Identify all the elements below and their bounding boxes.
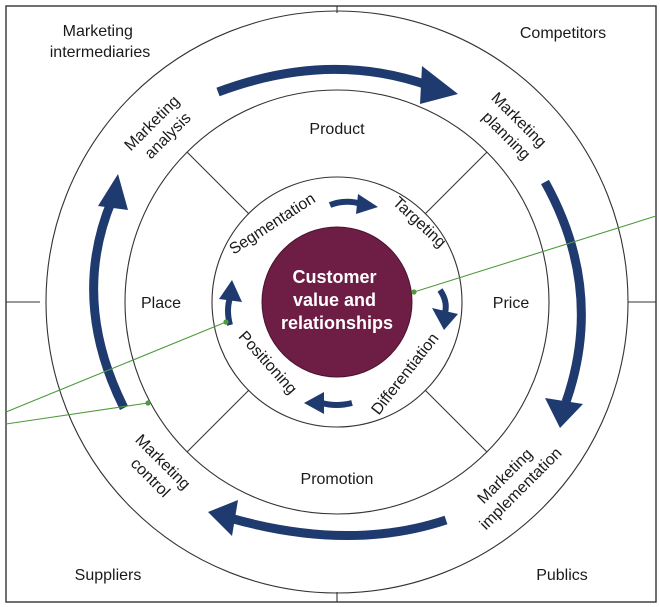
arrow-head-differentiation <box>432 308 458 330</box>
mix-divider-ul <box>186 151 250 215</box>
mix-label-place: Place <box>141 295 181 312</box>
arrow-planning-to-implementation <box>541 179 586 404</box>
ring-label-analysis: Marketing analysis <box>122 90 201 169</box>
arrow-head-positioning <box>304 392 324 414</box>
mix-label-price: Price <box>493 295 530 312</box>
diagram-frame <box>5 5 657 603</box>
callout-line-left-upper <box>5 321 227 413</box>
arrow-analysis-to-planning <box>216 64 432 97</box>
arrow-head-implementation <box>545 398 583 428</box>
ring-label-planning: Marketing planning <box>473 90 552 169</box>
corner-label-suppliers: Suppliers <box>75 567 142 584</box>
callout-dot-left-lower <box>145 400 151 406</box>
arrow-differentiation-to-positioning <box>321 400 353 408</box>
callout-line-right <box>413 215 657 293</box>
center-circle <box>261 226 413 378</box>
corner-label-publics: Publics <box>536 567 588 584</box>
ring-label-implementation: Marketing implementation <box>463 431 566 534</box>
corner-label-competitors: Competitors <box>520 25 606 42</box>
strategy-label-targeting: Targeting <box>389 194 449 251</box>
arrow-head-planning <box>420 66 458 104</box>
mix-ring <box>124 89 550 515</box>
mix-divider-lr <box>424 389 488 453</box>
outer-ring <box>45 10 629 594</box>
arrow-head-analysis <box>98 174 128 210</box>
arrow-head-targeting <box>356 194 378 214</box>
arrow-head-segmentation <box>219 280 242 302</box>
strategy-ring <box>211 176 463 428</box>
arrow-head-control <box>208 500 238 536</box>
mix-divider-ur <box>424 151 488 215</box>
callout-dot-left-upper <box>223 319 229 325</box>
arrow-implementation-to-control <box>228 513 448 540</box>
arrow-control-to-analysis <box>89 198 129 411</box>
callout-line-left-lower <box>5 402 149 425</box>
mix-label-product: Product <box>309 121 365 138</box>
corner-label-intermediaries: Marketing intermediaries <box>50 23 150 61</box>
mix-label-promotion: Promotion <box>301 471 374 488</box>
center-label: Customer value and relationships <box>281 267 393 333</box>
mix-divider-ll <box>186 389 250 453</box>
callout-dot-right <box>411 289 417 295</box>
ring-label-control: Marketing control <box>117 432 196 511</box>
